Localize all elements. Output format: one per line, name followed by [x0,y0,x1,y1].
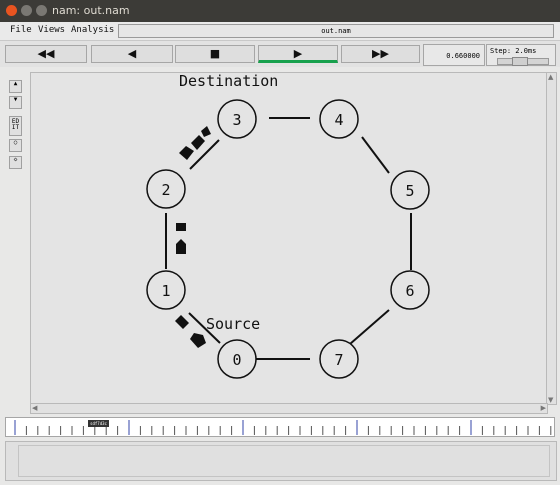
node-label: 4 [334,111,343,129]
node-4[interactable] [319,99,359,139]
circle-tool-icon[interactable]: ○ [9,139,22,152]
close-window-button[interactable] [6,5,17,16]
packet-1-0 [175,315,189,329]
fast-forward-button[interactable]: ▶▶ [341,45,420,63]
step-slider-thumb[interactable] [512,57,528,66]
network-topology: 0 1 2 3 4 5 6 7 Source Destination [146,72,430,379]
scroll-right-icon[interactable]: ▶ [540,404,546,412]
step-label: Step: 2.0ms [490,47,537,55]
destination-annotation: Destination [179,73,278,90]
window-title: nam: out.nam [52,4,130,17]
node-7[interactable] [319,339,359,379]
time-display: 0.660000 [423,44,485,66]
node-label: 0 [232,351,241,369]
packet-2-3 [179,146,194,160]
title-bar: nam: out.nam [0,0,560,22]
link-1-0 [188,312,221,344]
scroll-up-icon[interactable]: ▲ [548,73,554,81]
scroll-left-icon[interactable]: ◀ [32,404,38,412]
source-annotation: Source [206,315,260,333]
link-7-6 [349,309,390,345]
packet-1-2 [176,239,186,254]
minimize-window-button[interactable] [21,5,32,16]
node-label: 6 [405,282,414,300]
horizontal-scrollbar[interactable]: ◀ ▶ [30,403,548,414]
menu-views[interactable]: Views [38,25,66,35]
menu-file[interactable]: File [10,25,32,35]
packet-1-0 [190,333,206,348]
vertical-scrollbar[interactable]: ▲ ▼ [546,72,557,405]
edit-button[interactable]: ED IT [9,116,22,136]
rewind-button[interactable]: ◀◀ [5,45,87,63]
node-label: 3 [232,111,241,129]
stop-button[interactable]: ■ [175,45,255,63]
zoom-in-icon[interactable]: ▲ [9,80,22,93]
playback-controls: ◀◀ ◀ ■ ▶ ▶▶ 0.660000 Step: 2.0ms [0,41,560,67]
node-6[interactable] [390,270,430,310]
diamond-tool-icon[interactable]: ◇ [9,156,22,169]
node-5[interactable] [390,170,430,210]
node-2[interactable] [146,169,186,209]
maximize-window-button[interactable] [36,5,47,16]
play-button[interactable]: ▶ [258,45,338,63]
node-0[interactable] [217,339,257,379]
packet-1-2 [176,223,186,231]
node-label: 2 [161,181,170,199]
menu-bar: File Views Analysis out.nam [0,22,560,41]
trace-filename: out.nam [118,24,554,38]
monitor-pane [5,441,557,481]
node-label: 7 [334,351,343,369]
node-label: 1 [161,282,170,300]
step-slider[interactable] [497,57,549,66]
monitor-area [18,445,550,477]
link-2-3 [189,139,220,170]
link-5-4 [361,136,390,174]
zoom-out-icon[interactable]: ▼ [9,96,22,109]
edit-toolbar: ▲ ▼ ED IT ○ ◇ [6,76,24,406]
node-3[interactable] [217,99,257,139]
timeline-ticks [14,420,552,435]
step-control: Step: 2.0ms [486,44,556,66]
node-label: 5 [405,182,414,200]
scroll-down-icon[interactable]: ▼ [548,396,554,404]
packet-2-3 [191,135,205,150]
timeline-slider[interactable]: sdf7d3c [5,417,555,437]
menu-analysis[interactable]: Analysis [71,25,115,35]
node-1[interactable] [146,270,186,310]
animation-canvas[interactable]: 0 1 2 3 4 5 6 7 Source Destination [30,72,548,404]
timeline-marker[interactable]: sdf7d3c [88,420,109,427]
step-back-button[interactable]: ◀ [91,45,173,63]
packet-2-3 [201,126,211,137]
